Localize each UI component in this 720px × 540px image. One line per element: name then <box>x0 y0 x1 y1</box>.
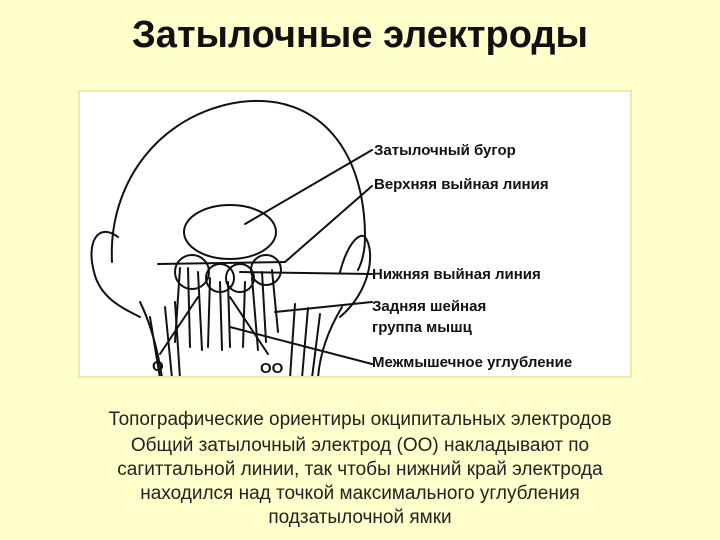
label-posterior-neck-muscles-line1: Задняя шейная <box>372 298 487 315</box>
slide-title: Затылочные электроды <box>132 14 588 56</box>
label-electrode-o: О <box>152 358 164 375</box>
leader-muscles <box>274 301 373 313</box>
left-ear <box>90 230 141 318</box>
label-occipital-protuberance: Затылочный бугор <box>374 142 516 159</box>
leader-inferior <box>239 271 373 275</box>
nuchal-line <box>157 261 286 265</box>
occipital-protuberance <box>183 204 277 260</box>
leader-superior <box>284 185 373 263</box>
skull-outline <box>110 99 367 271</box>
leader-groove <box>229 326 373 365</box>
label-superior-nuchal-line: Верхняя выйная линия <box>374 176 549 193</box>
caption-line-2: Общий затылочный электрод (ОО) накладыва… <box>130 435 590 456</box>
caption-line-4: находился над точкой максимального углуб… <box>140 483 580 504</box>
caption-line-5: подзатылочной ямки <box>268 507 452 528</box>
caption-line-3: сагиттальной линии, так чтобы нижний кра… <box>117 459 603 480</box>
caption-line-1: Топографические ориентиры окципитальных … <box>108 409 612 430</box>
label-posterior-neck-muscles-line2: группа мышц <box>372 319 472 336</box>
leader-occipital <box>244 149 373 225</box>
head-drawing <box>90 99 373 376</box>
label-electrode-oo: ОО <box>260 360 284 377</box>
label-intermuscular-groove: Межмышечное углубление <box>372 354 573 371</box>
neck-right <box>317 306 343 376</box>
right-ear <box>339 234 372 318</box>
anatomy-figure: Затылочный бугор Верхняя выйная линия Ни… <box>78 90 632 378</box>
label-inferior-nuchal-line: Нижняя выйная линия <box>372 266 541 283</box>
